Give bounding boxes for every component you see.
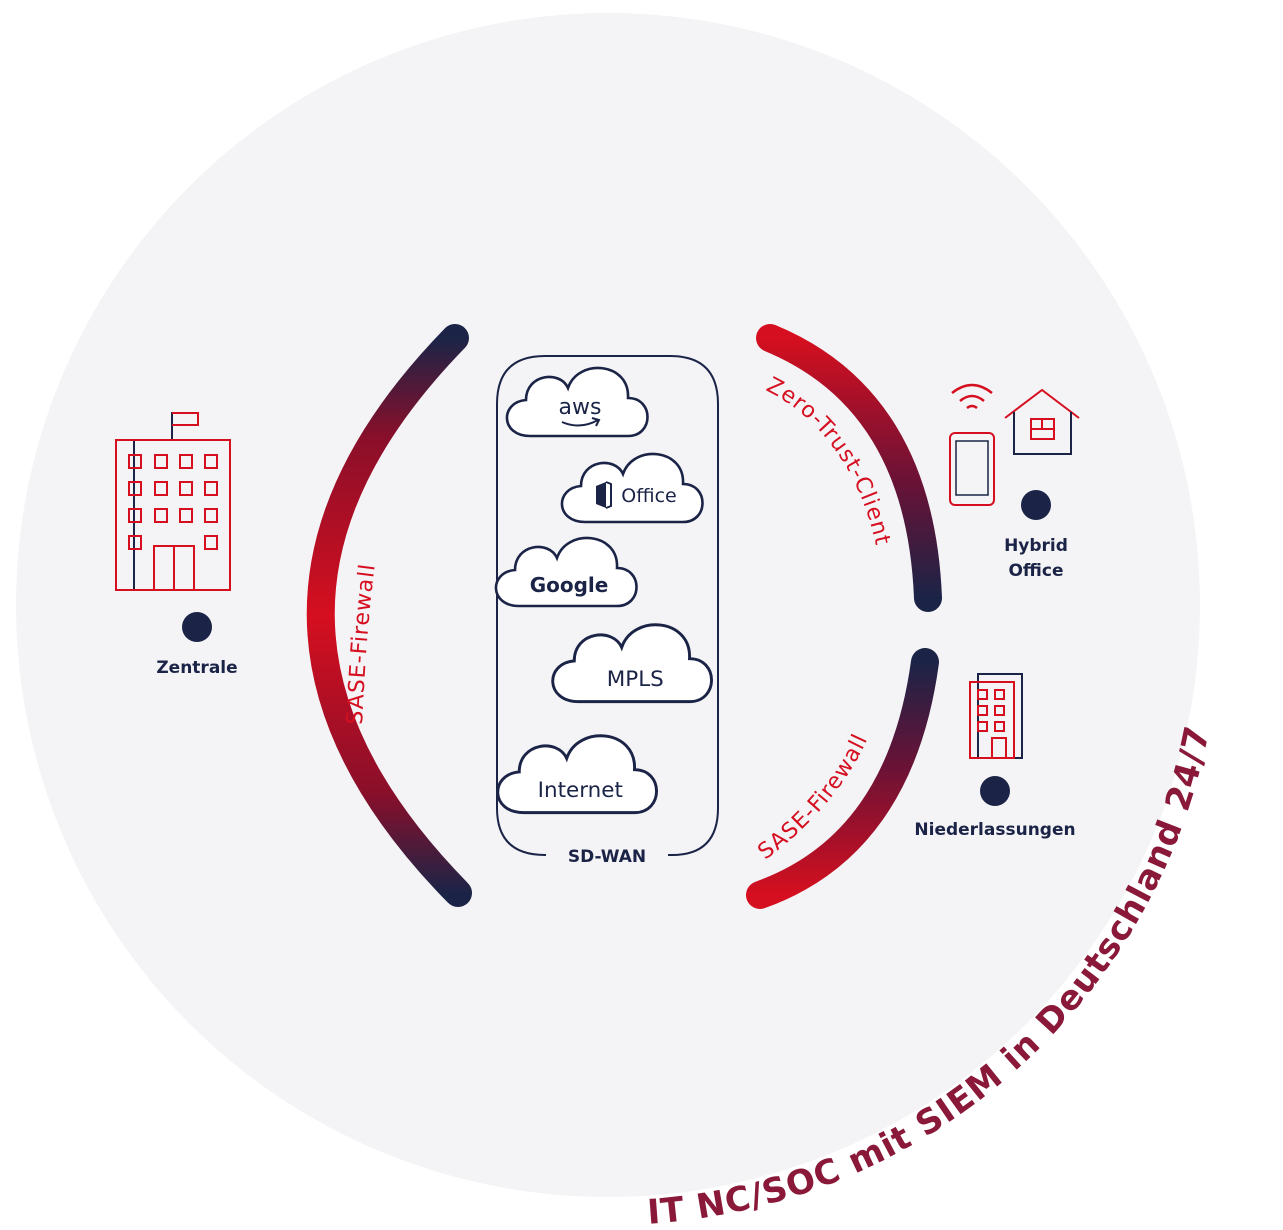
hybrid-label-line1: Hybrid — [1004, 536, 1068, 556]
sdwan-container-outline — [496, 355, 719, 856]
smartphone-icon — [949, 432, 995, 506]
mpls-cloud: MPLS — [551, 623, 714, 704]
zentrale-label: Zentrale — [156, 658, 237, 678]
office-building-icon — [115, 412, 231, 591]
hybrid-office-dot — [1021, 490, 1051, 520]
cloud-icon: MPLS — [607, 667, 664, 692]
aws-logo-icon: aws — [559, 395, 602, 420]
google-cloud: Google — [494, 536, 638, 608]
house-icon — [1004, 388, 1080, 455]
right-sase-arc — [746, 648, 939, 909]
hybrid-label-line2: Office — [1008, 561, 1063, 581]
office-logo-icon — [596, 481, 612, 509]
niederlassungen-dot — [980, 776, 1010, 806]
wifi-icon — [951, 383, 993, 410]
internet-cloud: Internet — [496, 734, 659, 815]
cloud-icon: Internet — [538, 778, 623, 803]
left-sase-arc — [306, 324, 472, 907]
zero-trust-arc — [756, 324, 942, 612]
sdwan-label: SD-WAN — [568, 847, 646, 867]
branch-building-icon — [969, 673, 1023, 759]
aws-cloud: aws — [505, 366, 649, 438]
google-logo-icon: Google — [530, 573, 609, 597]
niederlassungen-label: Niederlassungen — [914, 820, 1075, 840]
office-cloud: Office — [560, 452, 704, 524]
zentrale-dot — [182, 612, 212, 642]
svg-text:Office: Office — [621, 485, 676, 507]
